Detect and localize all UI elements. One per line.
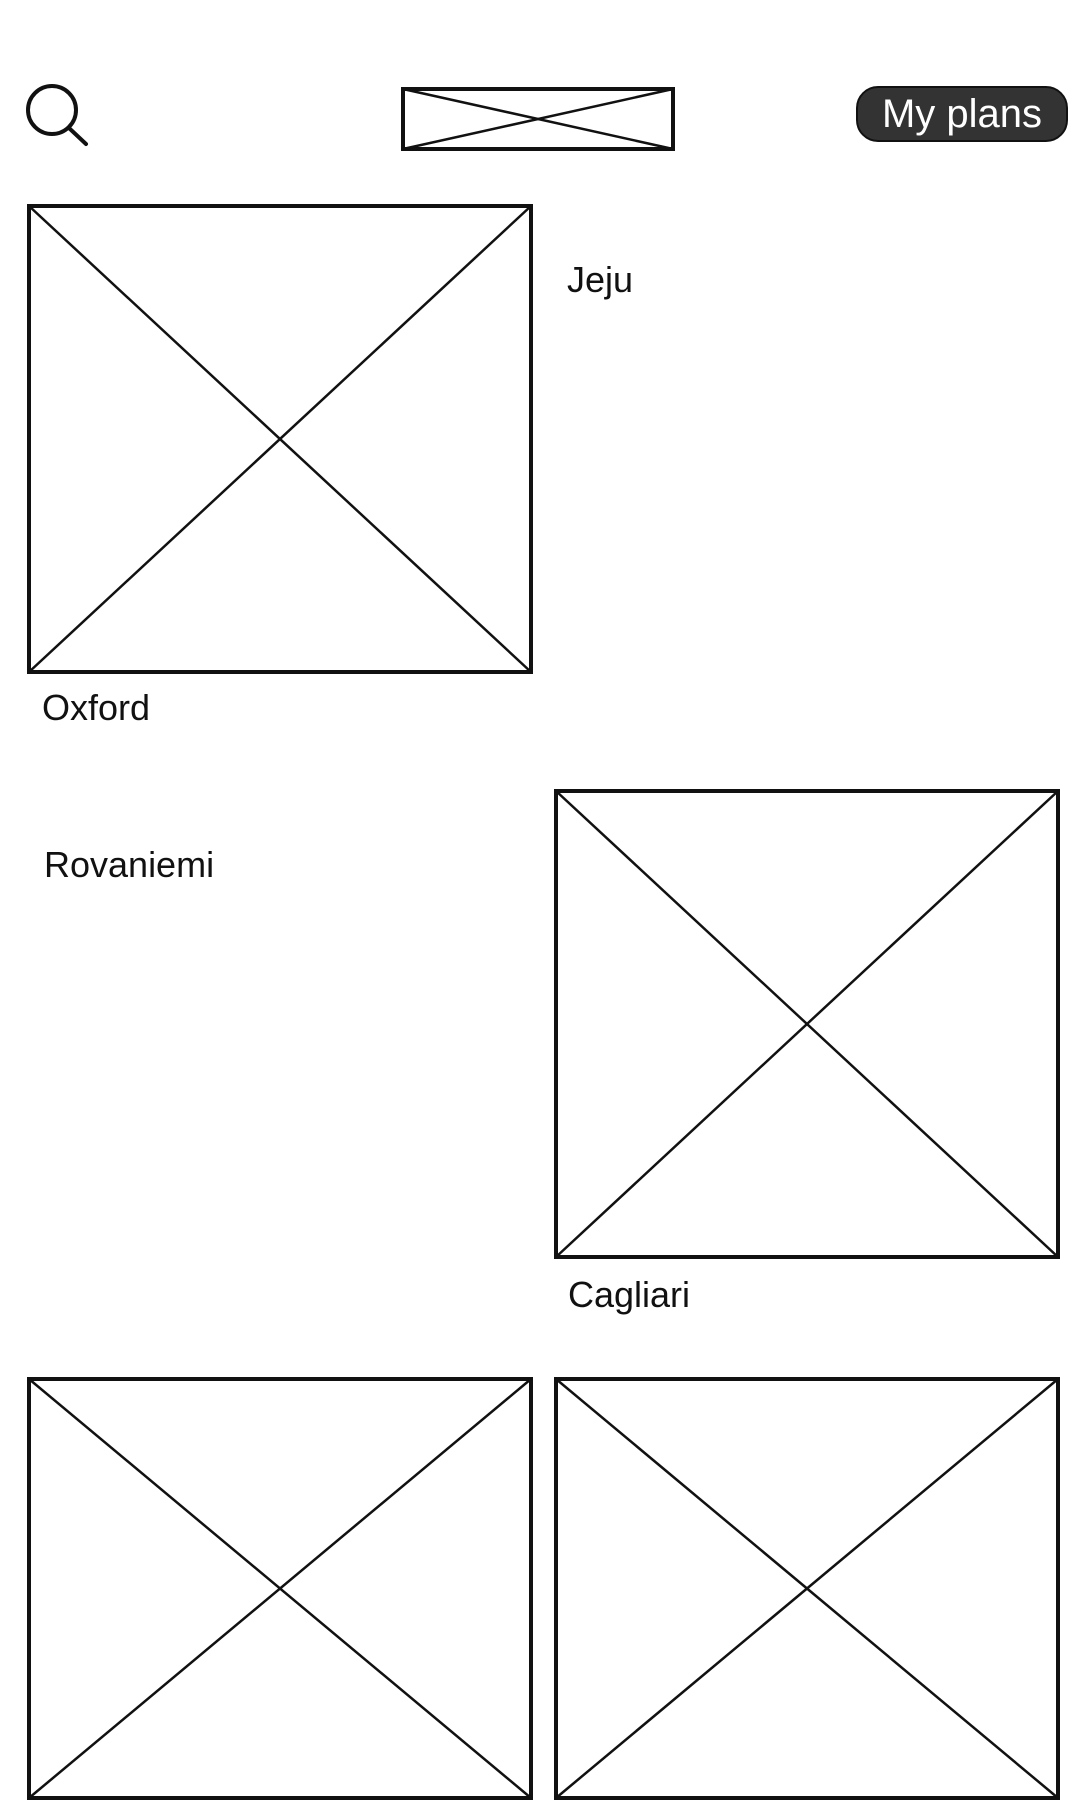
image-placeholder-icon <box>27 204 533 674</box>
destination-image[interactable] <box>27 1377 533 1800</box>
destination-label[interactable]: Jeju <box>567 259 634 300</box>
destination-label[interactable]: Rovaniemi <box>44 844 215 885</box>
search-icon <box>26 84 88 146</box>
destination-image[interactable] <box>27 204 533 674</box>
destination-image[interactable] <box>554 1377 1060 1800</box>
destination-label[interactable]: Cagliari <box>568 1274 691 1315</box>
image-placeholder-icon <box>554 789 1060 1259</box>
app-logo <box>401 87 675 151</box>
my-plans-button[interactable]: My plans <box>856 86 1068 142</box>
image-placeholder-icon <box>554 1377 1060 1800</box>
destination-label[interactable]: Oxford <box>42 687 151 728</box>
image-placeholder-icon <box>401 87 675 151</box>
image-placeholder-icon <box>27 1377 533 1800</box>
search-button[interactable] <box>22 80 92 150</box>
destination-image[interactable] <box>554 789 1060 1259</box>
